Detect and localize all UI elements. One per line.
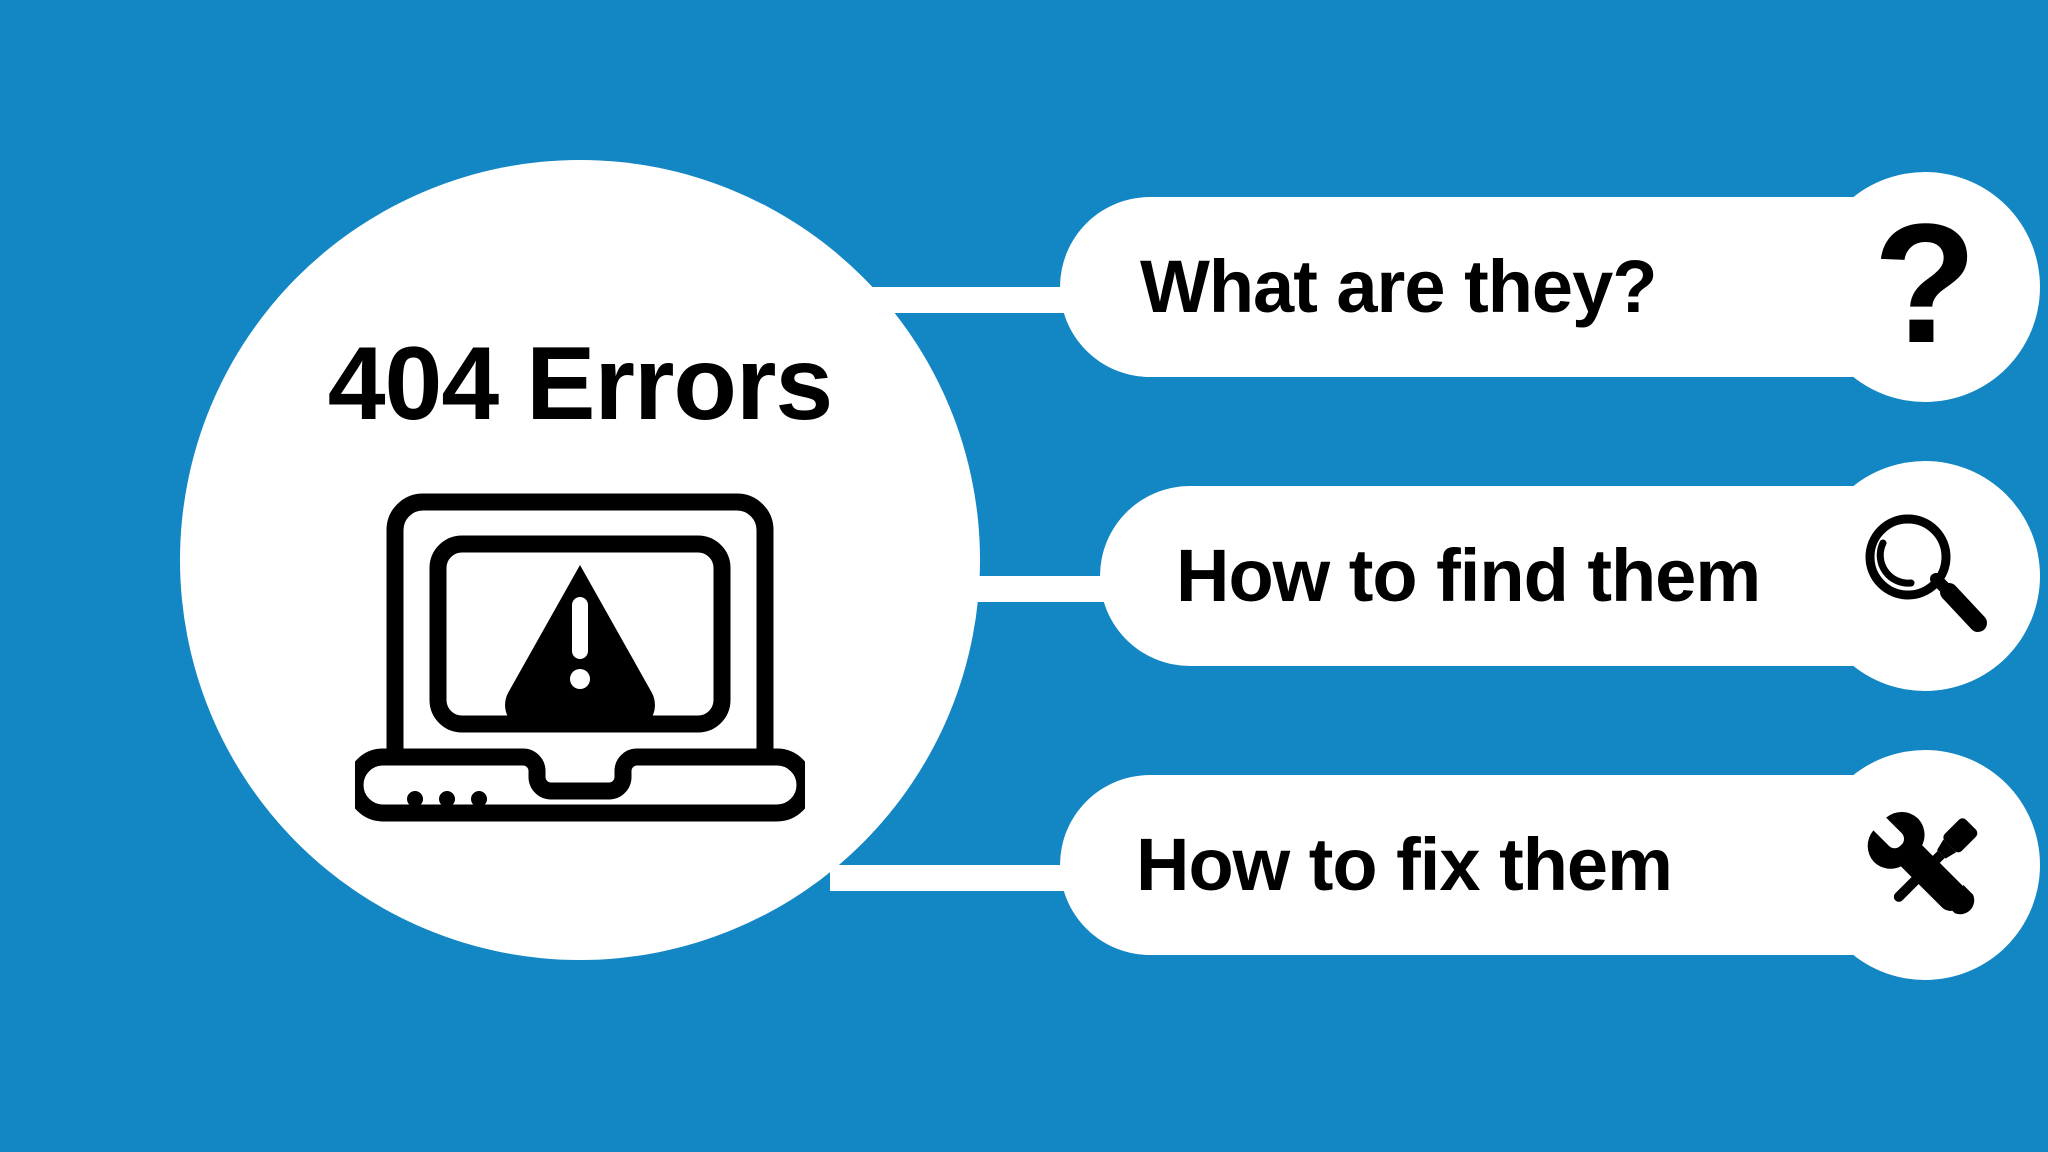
branch-how-to-find-them[interactable]: How to find them — [1100, 461, 2040, 691]
branch-pill[interactable]: How to find them — [1100, 486, 1940, 666]
branch-label: What are they? — [1140, 245, 1657, 328]
branch-badge-circle: ? — [1810, 172, 2040, 402]
hub-title: 404 Errors — [327, 326, 834, 442]
branch-badge-circle — [1810, 461, 2040, 691]
branch-badge-circle — [1810, 750, 2040, 980]
magnifying-glass-icon — [1850, 501, 2000, 651]
branch-pill[interactable]: How to fix them — [1060, 775, 1940, 955]
branch-label: How to fix them — [1136, 823, 1673, 906]
branch-how-to-fix-them[interactable]: How to fix them — [1060, 750, 2040, 980]
branch-what-are-they[interactable]: What are they? ? — [1060, 172, 2040, 402]
laptop-warning-icon — [346, 482, 814, 832]
branch-pill[interactable]: What are they? — [1060, 197, 1940, 377]
branch-label: How to find them — [1176, 534, 1761, 617]
question-mark-icon: ? — [1873, 189, 1977, 379]
connector-line-3 — [830, 865, 1090, 891]
hub-circle: 404 Errors — [180, 160, 980, 960]
wrench-screwdriver-icon — [1850, 790, 2000, 940]
